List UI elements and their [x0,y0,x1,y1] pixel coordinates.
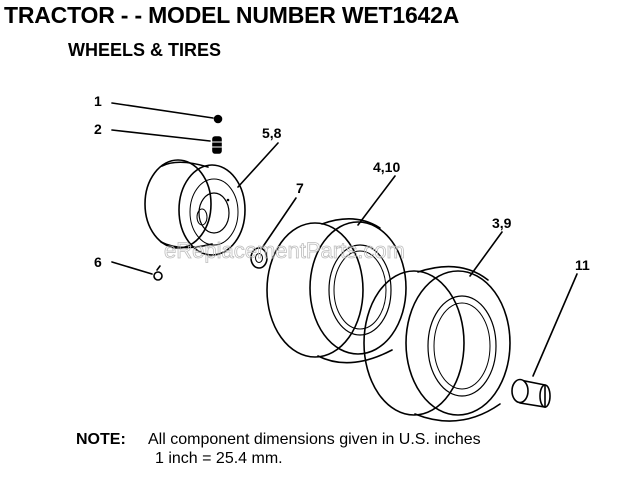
leader-line-2 [111,129,211,142]
callout-1: 1 [94,93,102,109]
leader-line-1 [111,102,214,119]
watermark-text: eReplacementParts.com [164,238,405,263]
callout-11: 11 [575,257,590,273]
note-line-1: All component dimensions given in U.S. i… [148,431,481,448]
callout-2: 2 [94,121,102,137]
part-7-bushing [250,247,268,269]
part-11-hub-cap [511,378,551,408]
page-subtitle: WHEELS & TIRES [68,40,222,60]
leader-line-4-10 [357,175,396,226]
leader-line-11 [532,273,578,377]
leader-line-7 [261,197,297,249]
note-label: NOTE: [76,431,126,448]
leader-line-6 [111,261,153,275]
callout-6: 6 [94,254,102,270]
part-3-9-rear-tire [363,265,511,422]
dimensions-note: NOTE: All component dimensions given in U… [76,430,481,468]
part-4-10-front-tire [266,218,407,364]
leader-line-5-8 [237,142,279,188]
part-2-valve-stem [211,136,223,154]
part-1-bolt [213,114,223,124]
page-title: TRACTOR - - MODEL NUMBER WET1642A [4,2,460,28]
callout-5-8: 5,8 [262,125,282,141]
callout-4-10: 4,10 [373,159,400,175]
part-6-fitting [153,265,163,281]
callout-7: 7 [296,180,304,196]
part-5-8-wheel-rim [144,159,246,256]
leader-line-3-9 [469,231,503,277]
note-line-2: 1 inch = 25.4 mm. [155,450,283,467]
callout-3-9: 3,9 [492,215,512,231]
